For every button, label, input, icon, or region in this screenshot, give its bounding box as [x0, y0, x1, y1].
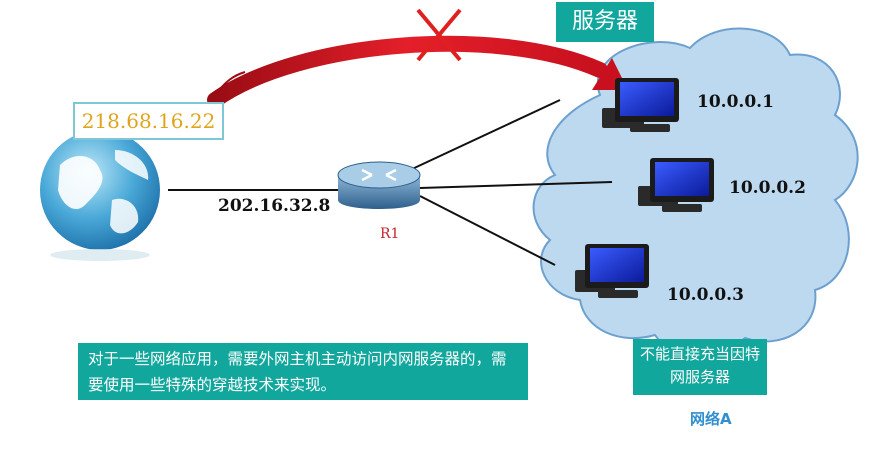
link-router-host3 — [419, 195, 556, 266]
blocked-access-arrow — [207, 35, 628, 108]
main-note: 对于一些网络应用，需要外网主机主动访问内网服务器的，需要使用一些特殊的穿越技术来… — [78, 343, 528, 400]
host-2-ip: 10.0.0.2 — [729, 178, 806, 198]
host-3-ip: 10.0.0.3 — [667, 285, 744, 305]
blocked-cross-icon — [416, 8, 462, 62]
link-router-host2 — [419, 181, 613, 189]
router-icon — [337, 161, 421, 209]
host-1-ip: 10.0.0.1 — [697, 92, 774, 112]
public-ip-label: 218.68.16.22 — [73, 102, 224, 140]
host-3-computer-icon — [575, 244, 649, 298]
side-note: 不能直接充当因特网服务器 — [633, 339, 767, 395]
network-a-label: 网络A — [690, 410, 732, 428]
router-label: R1 — [380, 226, 400, 242]
server-computer-icon — [602, 78, 679, 132]
router-wan-ip: 202.16.32.8 — [218, 196, 331, 216]
server-title: 服务器 — [556, 2, 654, 42]
host-2-computer-icon — [638, 158, 714, 212]
internet-globe-icon — [40, 130, 160, 261]
link-router-host1 — [409, 99, 561, 171]
